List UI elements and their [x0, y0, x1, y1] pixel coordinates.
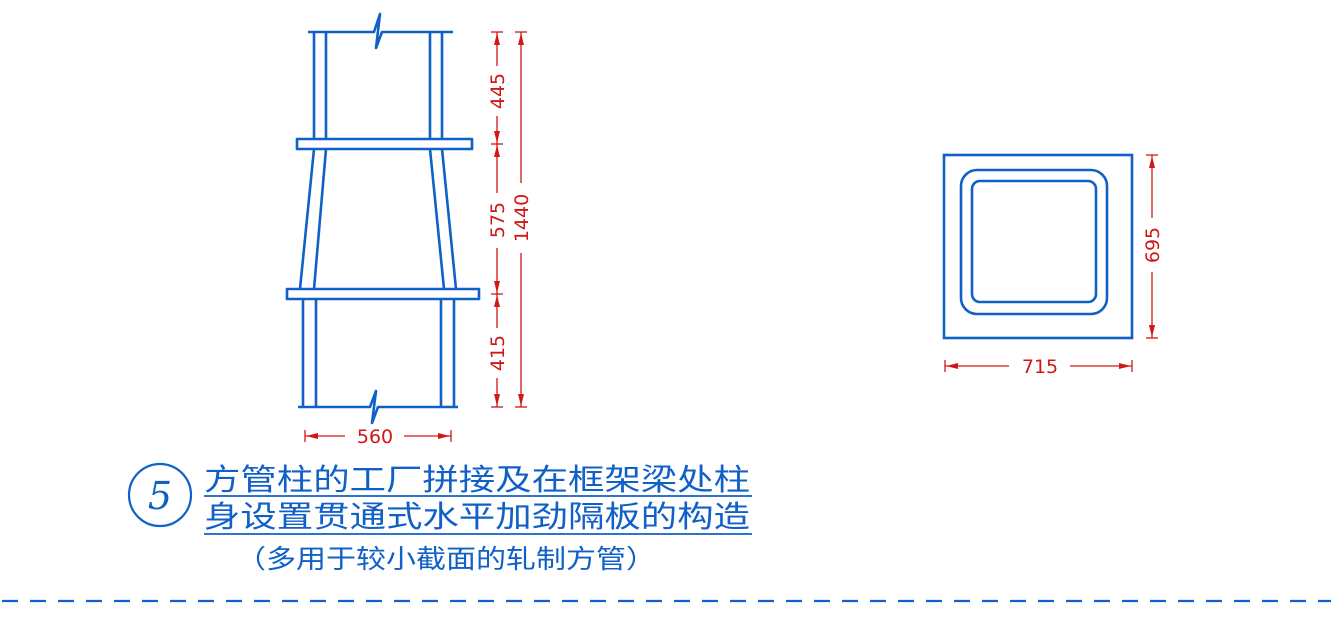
lower-diaphragm-plate — [285, 287, 481, 301]
upper-diaphragm-plate — [295, 137, 474, 151]
dim-text-masks — [488, 66, 531, 378]
caption: 5 方管柱的工厂拼接及在框架梁处柱 身设置贯通式水平加劲隔板的构造 （多用于较小… — [127, 462, 752, 575]
bottom-break-line — [298, 389, 458, 425]
dim-lower-text: 415 — [487, 335, 509, 371]
diaphragm-plate-outline — [942, 153, 1134, 340]
elevation-dimension-texts: 445 575 1440 415 560 — [357, 73, 533, 448]
section-dimension-texts: 695 715 — [1022, 227, 1164, 378]
tapered-column-walls — [298, 148, 458, 290]
caption-number: 5 — [148, 474, 172, 518]
column-section — [942, 153, 1134, 340]
dim-total-text: 1440 — [511, 194, 533, 242]
lower-column-walls — [301, 299, 456, 407]
section-width-text: 715 — [1022, 356, 1058, 378]
section-dimensions — [944, 154, 1158, 372]
upper-column-walls — [312, 32, 444, 139]
dim-middle-text: 575 — [487, 202, 509, 238]
column-elevation — [285, 12, 481, 425]
dim-upper-text: 445 — [487, 73, 509, 109]
caption-number-circle — [127, 462, 193, 528]
caption-note: （多用于较小截面的轧制方管） — [236, 545, 656, 575]
dim-width-text: 560 — [357, 426, 393, 448]
caption-title-line1: 方管柱的工厂拼接及在框架梁处柱 — [204, 463, 750, 498]
section-height-text: 695 — [1142, 227, 1164, 263]
tube-inner-wall — [970, 179, 1098, 304]
tube-outer-wall — [959, 168, 1109, 316]
caption-title-line2: 身设置贯通式水平加劲隔板的构造 — [204, 500, 750, 535]
top-break-line — [308, 12, 453, 50]
